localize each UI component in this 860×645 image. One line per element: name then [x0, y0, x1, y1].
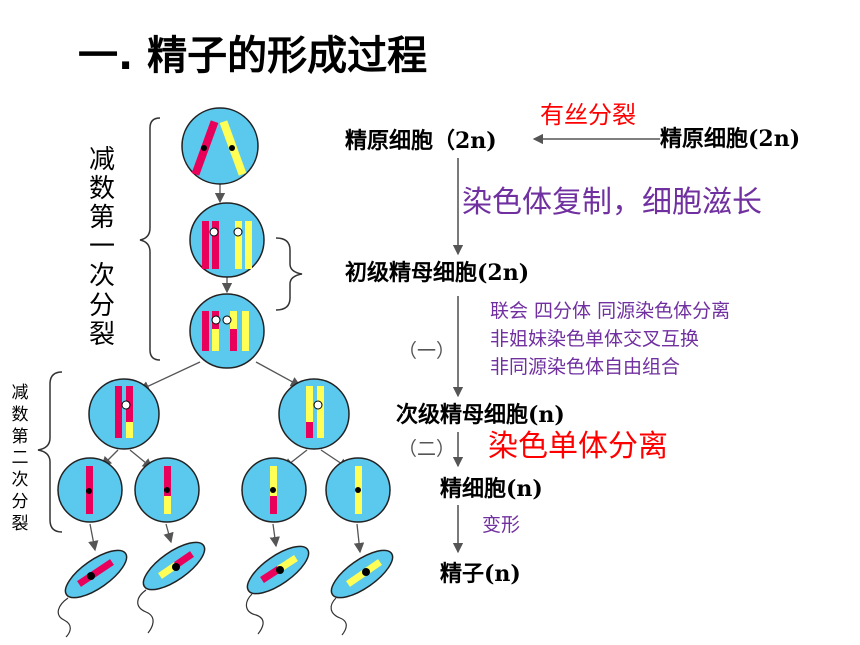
arrow-t3 — [269, 523, 280, 548]
label-chromatid-separation: 染色单体分离 — [488, 429, 668, 464]
event-crossing-over: 非姐妹染色单体交叉互换 — [490, 328, 700, 350]
arrow-t1 — [88, 523, 99, 552]
label-transformation: 变形 — [482, 514, 521, 536]
label-primary-spermatocyte: 初级精母细胞(2n) — [345, 260, 530, 286]
cell-crossing-over — [189, 293, 265, 369]
page-title: 一. 精子的形成过程 — [78, 33, 428, 79]
cell-spermatogonium — [181, 107, 259, 185]
cell-spermatid-3 — [241, 457, 307, 523]
arrow-cell3-left — [138, 361, 201, 391]
label-spermatid: 精细胞(n) — [440, 476, 543, 502]
marker-division-2: （二） — [398, 438, 456, 460]
label-meiosis-2: 减数第二次分裂 — [11, 383, 29, 534]
brace-meiosis2 — [37, 371, 63, 533]
arrow-cell3-right — [255, 361, 302, 387]
event-independent-assortment: 非同源染色体自由组合 — [490, 356, 681, 378]
arrow-t2 — [163, 523, 174, 544]
label-spermatogonium-right: 精原细胞(2n) — [660, 126, 801, 152]
label-sperm: 精子(n) — [440, 561, 521, 587]
brace-primary — [275, 237, 303, 311]
sperm-2 — [137, 541, 206, 634]
label-meiosis-1: 减数第一次分裂 — [88, 145, 115, 350]
brace-meiosis1 — [139, 117, 161, 361]
label-secondary-spermatocyte: 次级精母细胞(n) — [396, 402, 565, 428]
marker-division-1: （一） — [398, 340, 456, 362]
label-spermatogonium-left: 精原细胞（2n) — [345, 128, 497, 154]
cell-secondary-left — [88, 378, 160, 450]
sperm-1 — [57, 549, 128, 638]
sperm-4 — [330, 549, 394, 636]
cell-spermatid-4 — [325, 457, 391, 523]
arrow-t4 — [353, 523, 365, 554]
label-replication: 染色体复制，细胞滋长 — [462, 185, 762, 220]
sperm-3 — [245, 545, 310, 635]
cell-primary-spermatocyte — [189, 202, 265, 278]
cell-spermatid-1 — [57, 457, 123, 523]
cell-secondary-right — [278, 378, 350, 450]
cell-spermatid-2 — [134, 457, 200, 523]
label-mitosis: 有丝分裂 — [540, 101, 636, 129]
event-synapsis: 联会 四分体 同源染色体分离 — [490, 300, 731, 322]
